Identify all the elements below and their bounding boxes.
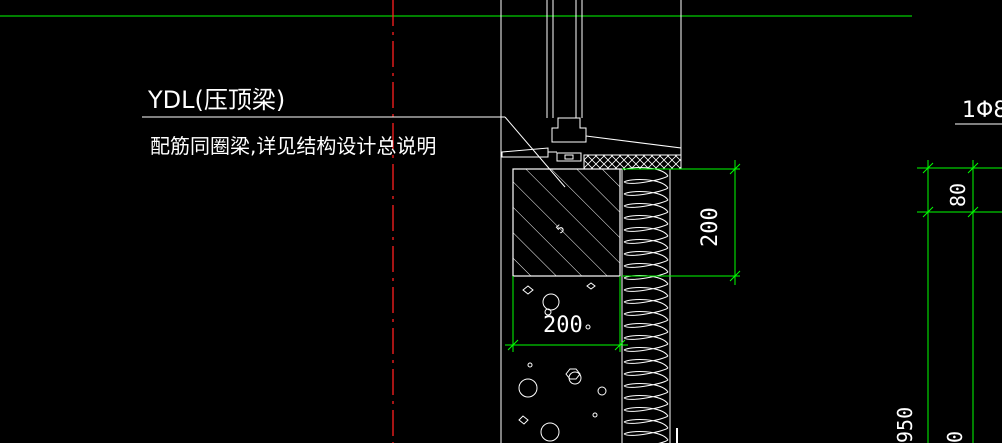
beam-width-label: 200 xyxy=(543,313,583,338)
annotation-title: YDL(压顶梁) xyxy=(147,86,285,114)
waterproof-band xyxy=(583,154,682,170)
beam-height-dimension xyxy=(622,160,741,285)
wall-outline xyxy=(500,0,682,443)
beam-height-label: 200 xyxy=(698,207,723,247)
concrete-fill xyxy=(518,282,607,442)
far-right-dimension-label: 0 xyxy=(943,431,967,443)
rebar-label: 1Φ8 xyxy=(962,98,1002,123)
beam-width-dimension xyxy=(505,276,628,352)
beam-section xyxy=(512,168,621,277)
annotation-leader xyxy=(142,116,566,188)
insulation-layer xyxy=(621,167,671,443)
right-dimension-chain xyxy=(917,160,1002,443)
right-top-dimension-label: 80 xyxy=(946,183,970,207)
annotation-note: 配筋同圈梁,详见结构设计总说明 xyxy=(150,134,436,158)
right-bottom-dimension-label: 950 xyxy=(893,407,917,443)
window-sill-profile xyxy=(501,117,682,162)
